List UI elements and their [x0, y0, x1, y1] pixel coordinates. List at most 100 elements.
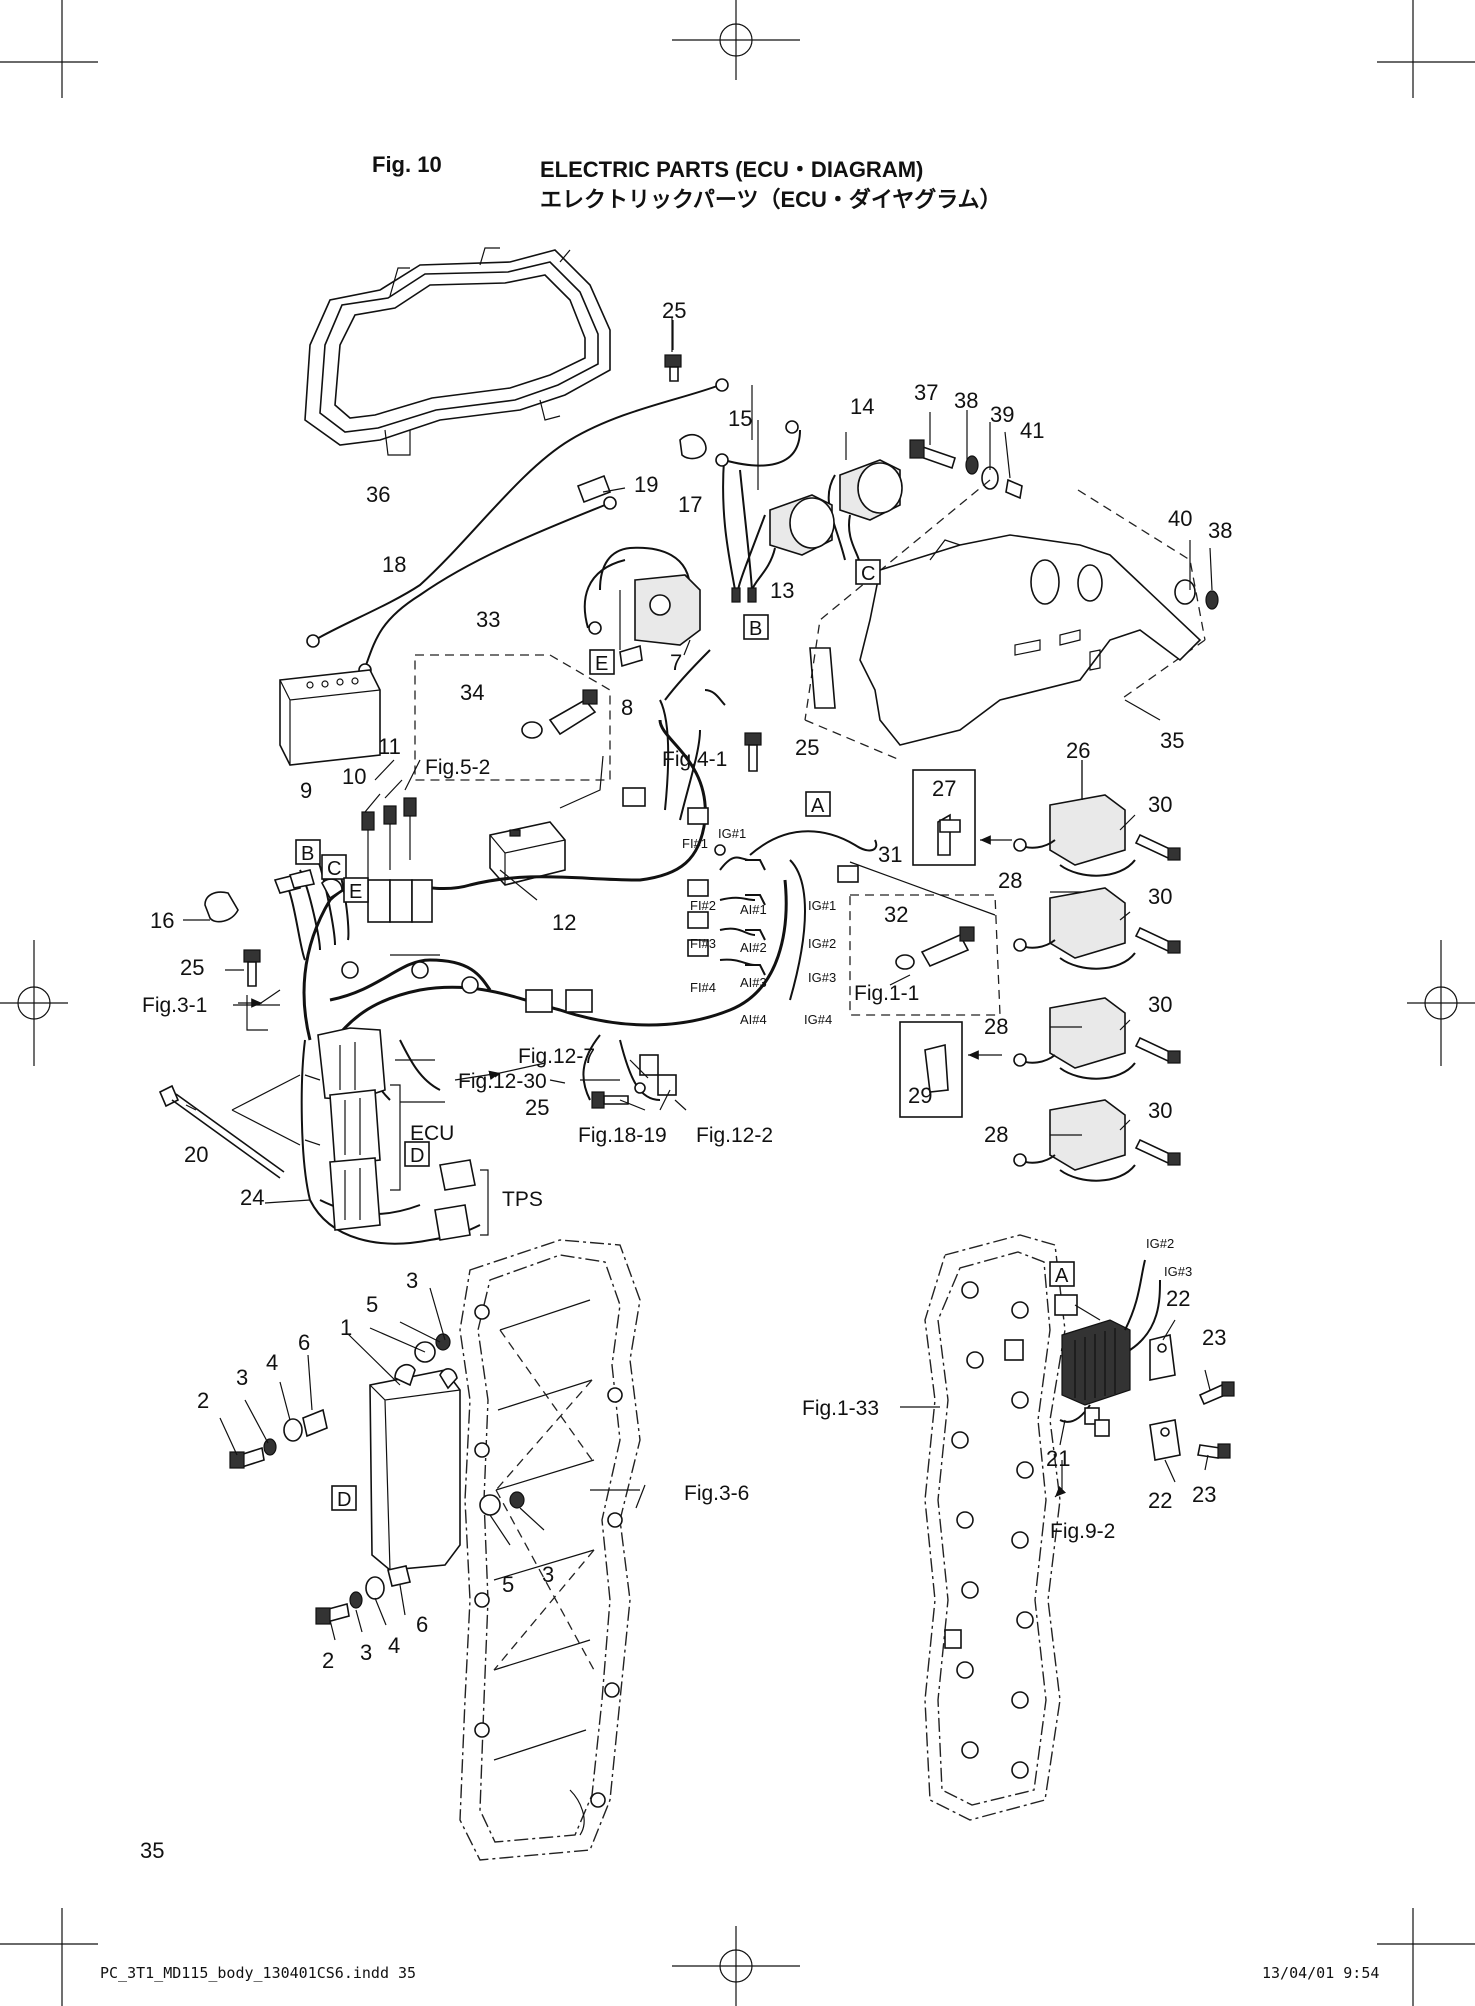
callout-38a: 38 — [954, 388, 978, 413]
ref-fig-12-7: Fig.12-7 — [518, 1045, 595, 1068]
box-e-screw: E — [595, 653, 608, 675]
box-c-harness: C — [327, 858, 341, 880]
callout-4b: 4 — [388, 1633, 400, 1658]
callout-2a: 2 — [197, 1388, 209, 1413]
figure-number: Fig. 10 — [372, 152, 442, 177]
callout-35: 35 — [1160, 728, 1184, 753]
leader-lines — [183, 318, 1213, 1641]
callout-27: 27 — [932, 776, 956, 801]
engine-block-fig-3-6 — [459, 1239, 641, 1861]
callout-25d: 25 — [525, 1095, 549, 1120]
callout-3b: 3 — [406, 1268, 418, 1293]
callout-6b: 6 — [416, 1612, 428, 1637]
cap-part-17 — [679, 433, 707, 460]
wire-harness-part-24 — [284, 649, 878, 1245]
callout-32: 32 — [884, 902, 908, 927]
footer-filename: PC_3T1_MD115_body_130401CS6.indd 35 — [100, 1964, 417, 1982]
callout-1: 1 — [340, 1315, 352, 1340]
label-ai4: AI#4 — [740, 1012, 767, 1027]
callout-19: 19 — [634, 472, 658, 497]
callout-17: 17 — [678, 492, 702, 517]
box-c-relay: C — [861, 563, 875, 585]
label-tps: TPS — [502, 1188, 543, 1211]
callout-11: 11 — [378, 734, 401, 759]
callout-numbers: 1 2 2 3 3 3 3 4 4 5 5 6 6 7 8 9 10 11 12… — [150, 298, 1232, 1673]
callout-5b: 5 — [502, 1572, 514, 1597]
ref-fig-3-6: Fig.3-6 — [684, 1482, 749, 1505]
detail-box-27 — [912, 769, 1012, 866]
ref-fig-9-2: Fig.9-2 — [1050, 1520, 1115, 1543]
ignition-coils-parts-26-28 — [1013, 760, 1136, 1182]
callout-33: 33 — [476, 607, 500, 632]
callout-29: 29 — [908, 1083, 932, 1108]
callout-28a: 28 — [998, 868, 1022, 893]
label-ig2-head: IG#2 — [1146, 1236, 1174, 1251]
battery-cable-part-18 — [314, 384, 721, 641]
callout-30a: 30 — [1148, 792, 1172, 817]
callout-30d: 30 — [1148, 1098, 1172, 1123]
cap-part-16 — [204, 891, 239, 923]
label-ai2: AI#2 — [740, 940, 767, 955]
callout-34: 34 — [460, 680, 484, 705]
callout-28c: 28 — [984, 1122, 1008, 1147]
callout-39: 39 — [990, 402, 1014, 427]
ref-fig-1-1: Fig.1-1 — [854, 982, 919, 1005]
relay-part-12 — [489, 821, 566, 886]
callout-41: 41 — [1020, 418, 1044, 443]
box-a-harness: A — [811, 795, 825, 817]
callout-4a: 4 — [266, 1350, 278, 1375]
bolt-part-25-top — [664, 320, 682, 382]
callout-3a: 3 — [236, 1365, 248, 1390]
callout-40: 40 — [1168, 506, 1192, 531]
label-ai3: AI#3 — [740, 975, 767, 990]
label-ecu: ECU — [410, 1122, 454, 1145]
label-ig3-head: IG#3 — [1164, 1264, 1192, 1279]
label-ig4: IG#4 — [804, 1012, 832, 1027]
box-b-relay: B — [749, 618, 762, 640]
fuses-parts-9-11 — [361, 797, 417, 880]
relay-part-13 — [731, 494, 835, 603]
label-fi2: FI#2 — [690, 898, 716, 913]
sensor-group-box-33 — [414, 654, 611, 781]
figure-references: Fig.5-2 Fig.4-1 Fig.3-1 Fig.12-7 Fig.12-… — [142, 748, 1115, 1543]
cylinder-head-fig-1-33 — [924, 1234, 1066, 1821]
callout-22b: 22 — [1148, 1488, 1172, 1513]
page-number: 35 — [140, 1838, 165, 1863]
terminal-cap-part-19 — [576, 474, 612, 504]
callout-24: 24 — [240, 1185, 264, 1210]
ref-fig-18-19: Fig.18-19 — [578, 1124, 667, 1147]
ref-fig-4-1: Fig.4-1 — [662, 748, 727, 771]
callout-14: 14 — [850, 394, 874, 419]
box-a-head: A — [1055, 1265, 1069, 1287]
bracket-part-35 — [804, 479, 1206, 761]
label-ig1-top: IG#1 — [718, 826, 746, 841]
ref-fig-3-1: Fig.3-1 — [142, 994, 207, 1017]
label-ai1: AI#1 — [740, 902, 767, 917]
callout-16: 16 — [150, 908, 174, 933]
callout-3c: 3 — [360, 1640, 372, 1665]
detail-box-29 — [899, 1021, 1002, 1118]
callout-8: 8 — [621, 695, 633, 720]
box-b-harness: B — [301, 843, 314, 865]
wire-labels: ECU TPS FI#1 FI#2 FI#3 FI#4 IG#1 IG#1 IG… — [410, 826, 1192, 1279]
relay-part-14 — [827, 459, 903, 566]
sensor-part-32 — [895, 926, 975, 970]
label-fi1: FI#1 — [682, 836, 708, 851]
callout-31: 31 — [878, 842, 902, 867]
label-ig1: IG#1 — [808, 898, 836, 913]
callout-25a: 25 — [662, 298, 686, 323]
ecu-mount-hardware-parts-2-6 — [229, 1333, 525, 1625]
callout-15: 15 — [728, 406, 752, 431]
ref-fig-12-2: Fig.12-2 — [696, 1124, 773, 1147]
figure-title-japanese: エレクトリックパーツ（ECU・ダイヤグラム） — [540, 187, 1002, 212]
bolt-part-25-bottom — [591, 1091, 629, 1109]
bolt-part-25-fig41 — [744, 732, 762, 772]
sensor-part-34 — [521, 689, 598, 739]
callout-3d: 3 — [542, 1562, 554, 1587]
ref-fig-12-30: Fig.12-30 — [458, 1070, 547, 1093]
callout-37: 37 — [914, 380, 938, 405]
callout-38b: 38 — [1208, 518, 1232, 543]
cover-frame-part-36 — [304, 247, 611, 456]
callout-21: 21 — [1046, 1446, 1070, 1471]
